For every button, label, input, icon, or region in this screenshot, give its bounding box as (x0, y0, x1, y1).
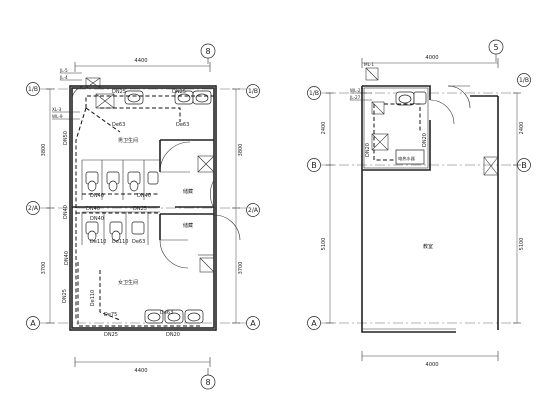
left-label-xl3: XL-3 (52, 107, 62, 112)
right-vertical-dimensions: 2400 5100 2400 5100 (321, 92, 525, 324)
right-dim-right-upper: 2400 (519, 122, 525, 135)
right-axis-bubble-top: 5 (488, 39, 504, 62)
right-bottom-dimension: 4000 (361, 351, 499, 368)
right-label-ml: ML-1 (364, 62, 374, 67)
right-axis-1b-right-label: 1/B (519, 77, 529, 84)
left-bottom-dimension: 4400 (74, 357, 211, 374)
right-axis-bubble-1b-right: 1/B (517, 73, 531, 87)
left-plumbing-plan: 4400 8 4400 8 1/B 2/A (26, 43, 260, 390)
left-riser-labels: JL-5 JL-4 XL-3 WL-9 (52, 68, 82, 120)
right-axis-lines (321, 92, 517, 324)
left-axis-1b-right-label: 1/B (248, 88, 258, 95)
left-dim-left-upper: 3800 (41, 144, 47, 157)
left-pipe-de110-a: De110 (90, 239, 106, 245)
left-pipe-de75: De75 (104, 312, 117, 318)
right-top-dimension: 4000 (361, 55, 499, 68)
left-axis-2a-left-label: 2/A (28, 205, 39, 212)
right-plumbing-plan: 4000 5 4000 1/B B A 1/B (307, 39, 531, 368)
left-axis-bottom-label: 8 (205, 378, 210, 387)
left-room-female: 女卫生间 (118, 279, 138, 286)
left-pipe-de63-mid: De63 (132, 239, 145, 245)
right-doors (429, 85, 471, 125)
left-axis-top-label: 8 (205, 47, 210, 56)
left-pipe-dn40-row1: DN40 (90, 193, 104, 199)
right-dim-left-upper: 2400 (321, 122, 327, 135)
left-axis-bubble-bottom: 8 (200, 368, 216, 390)
left-pipe-de63-right: De63 (176, 122, 189, 128)
left-axis-lines (40, 88, 246, 324)
left-pipe-dn40-row2b: DN40 (90, 216, 104, 222)
right-room-large: 教室 (423, 243, 433, 250)
left-room-store-lower: 储藏 (183, 222, 193, 229)
left-label-wl9: WL-9 (52, 114, 63, 119)
left-pipe-dn40-vertical: DN40 (64, 251, 70, 265)
right-axis-b-left-label: B (311, 161, 317, 170)
left-doors (71, 85, 241, 269)
left-pipe-dn25-top2: DN25 (172, 89, 186, 95)
left-top-pipes (75, 95, 214, 320)
right-axis-b-right-label: B (521, 161, 527, 170)
left-axis-a-right-label: A (250, 319, 256, 328)
left-room-male: 男卫生间 (118, 137, 138, 144)
right-fixtures: ML-1 WL-27 JL-27 电热水器 DN20 DN20 教室 (349, 62, 433, 250)
left-pipe-de63-left: De63 (112, 122, 125, 128)
left-label-jl5: JL-5 (59, 68, 68, 73)
left-top-basins (124, 90, 212, 105)
left-axis-bubble-1b-right: 1/B (246, 84, 260, 98)
left-top-pipe-labels: DN25 DN25 De63 De63 DN50 男卫生间 (63, 89, 189, 145)
right-dim-right-lower: 5100 (519, 238, 525, 251)
right-label-wl: WL-27 (350, 88, 364, 93)
right-dim-left-lower: 5100 (321, 238, 327, 251)
left-dim-right-upper: 3800 (238, 144, 244, 157)
left-axis-bubble-2a-right: 2/A (246, 203, 260, 217)
left-top-dimension: 4400 (74, 58, 211, 72)
left-pipe-de110-b: De110 (112, 239, 128, 245)
left-axis-1b-left-label: 1/B (28, 86, 38, 93)
left-stalls-row2: DN40 DN25 DN40 De110 De110 De63 DN40 (63, 205, 160, 245)
left-pipe-de110-side: De110 (90, 290, 96, 306)
right-pipe-dn20-b: DN20 (422, 133, 428, 147)
left-pipe-dn25-side: DN25 (62, 289, 68, 303)
left-pipe-dn25-bottom: DN25 (104, 332, 118, 338)
left-axis-bubble-a-right: A (246, 316, 260, 330)
left-pipe-dn40-row2a: DN40 (86, 206, 100, 212)
left-room-store-upper: 储藏 (183, 188, 193, 195)
left-pipe-dn20-bottom: DN20 (166, 332, 180, 338)
left-dim-right-lower: 3700 (238, 262, 244, 275)
right-axis-top-label: 5 (493, 43, 498, 52)
right-heater-label: 电热水器 (398, 155, 416, 162)
left-pipe-dn40-left: DN40 (63, 205, 69, 219)
left-dim-top: 4400 (134, 58, 147, 64)
left-dim-left-lower: 3700 (41, 262, 47, 275)
left-label-jl4: JL-4 (59, 75, 68, 80)
left-lower-area: 女卫生间 DN25 De110 DN40 De75 De63 DN25 DN20… (62, 188, 204, 338)
left-pipe-dn40-mid: DN40 (137, 193, 151, 199)
right-dim-top: 4000 (425, 55, 438, 61)
left-pipe-de63-bottom: De63 (160, 310, 173, 316)
left-axis-bubble-2a: 2/A (26, 201, 40, 215)
left-pipe-dn50-top: DN50 (63, 131, 69, 145)
right-label-jl: JL-27 (349, 95, 361, 100)
left-shafts (85, 77, 215, 273)
left-axis-bubble-a: A (26, 316, 40, 330)
left-pipe-dn25-mid: DN25 (133, 206, 147, 212)
right-axis-1b-label: 1/B (309, 90, 319, 97)
left-axis-bubble-1b: 1/B (26, 82, 40, 96)
left-axis-2a-right-label: 2/A (248, 207, 259, 214)
right-axis-a-label: A (311, 319, 317, 328)
right-axis-bubble-a: A (307, 316, 321, 330)
left-pipe-dn25-top: DN25 (112, 89, 126, 95)
right-pipe-dn20-a: DN20 (365, 143, 371, 157)
right-walls (361, 85, 499, 333)
right-axis-bubble-1b: 1/B (307, 86, 321, 100)
left-axis-bubble-top: 8 (200, 43, 216, 64)
left-axis-a-left-label: A (30, 319, 36, 328)
left-dim-bottom: 4400 (134, 368, 147, 374)
right-dim-bottom: 4000 (425, 362, 438, 368)
left-stalls-row1: DN40 DN40 (81, 159, 160, 200)
right-axis-bubble-b-left: B (307, 158, 321, 172)
left-vertical-dimensions: 3800 3700 3800 3700 (41, 88, 244, 324)
